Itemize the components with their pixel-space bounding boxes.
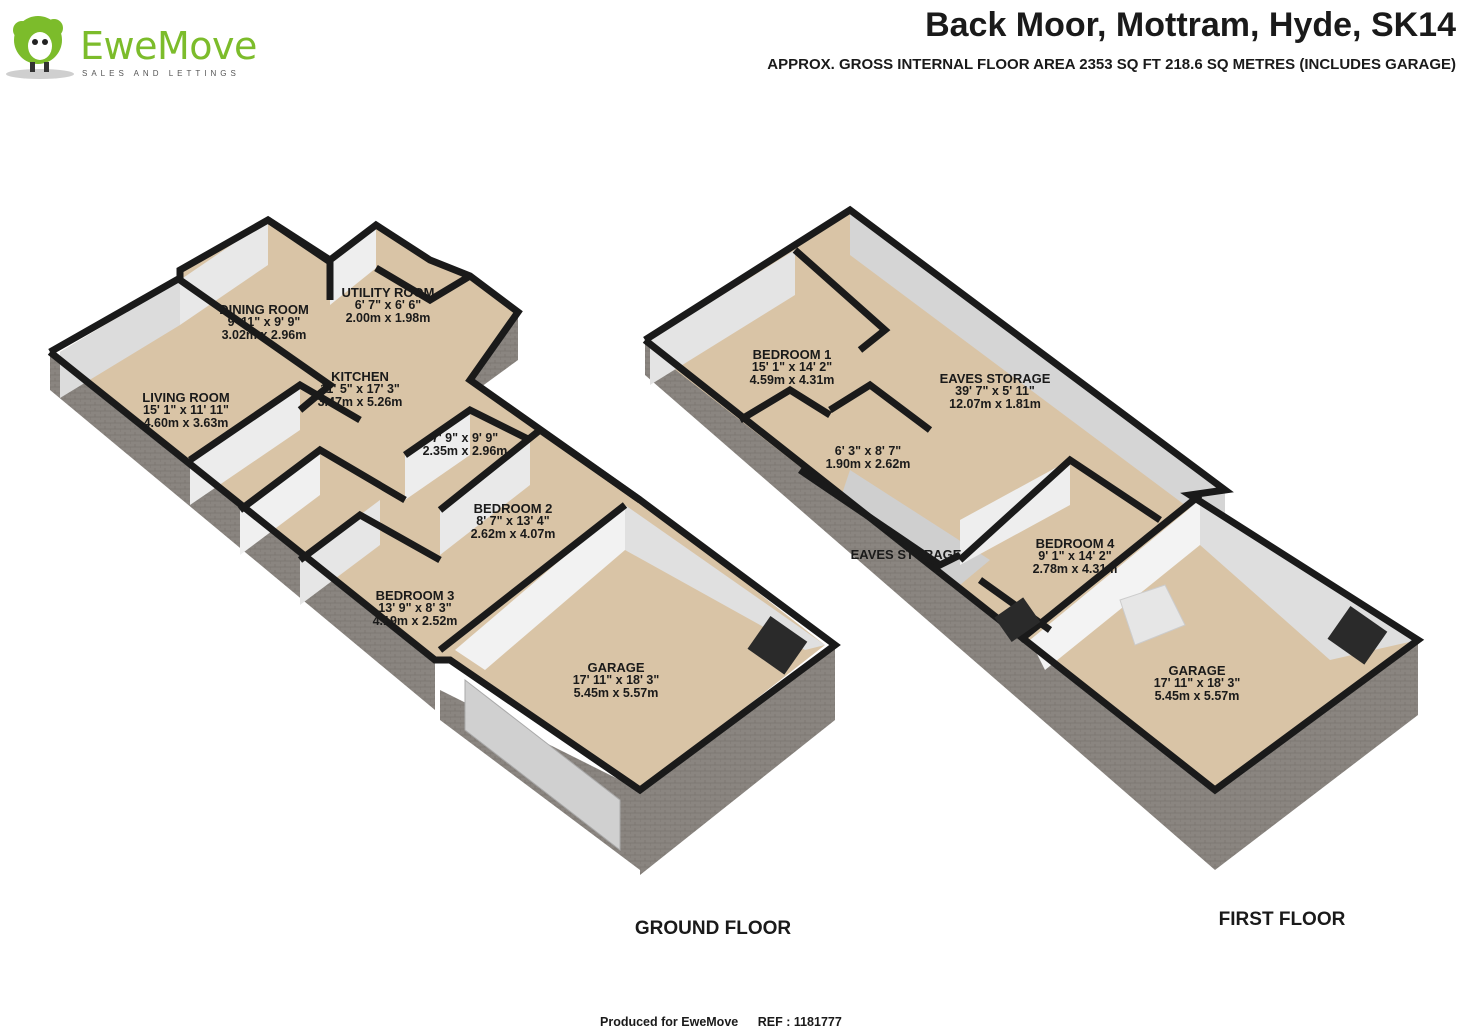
first-floor-chimney-block: [1327, 605, 1388, 665]
ground-floor-wall-top: [188, 380, 362, 463]
ground-floor-wall-top: [374, 264, 472, 305]
ground-floor-interior-wall: [625, 505, 825, 650]
first-floor-wall-top: [828, 380, 933, 433]
ground-floor-interior-wall: [60, 280, 180, 398]
property-address: Back Moor, Mottram, Hyde, SK14: [925, 6, 1456, 44]
room-label-living-room: LIVING ROOM 15' 1" x 11' 11" 4.60m x 3.6…: [142, 390, 230, 430]
first-floor-exterior-wall: [645, 340, 1215, 870]
first-floor-exterior-wall: [1215, 640, 1418, 870]
ground-floor-interior-wall: [455, 505, 625, 670]
ground-floor-interior-wall: [440, 440, 530, 555]
ground-floor-wall-top: [266, 217, 334, 300]
footer: Produced for EweMove REF : 1181777: [600, 1015, 842, 1029]
first-floor-wall-top: [957, 455, 1162, 563]
first-floor-wall-top: [798, 467, 962, 570]
ground-floor-interior-wall: [240, 450, 320, 555]
ground-floor-interior-wall: [190, 385, 300, 505]
room-label-dining-room: DINING ROOM 9' 11" x 9' 9" 3.02m x 2.96m: [219, 302, 309, 342]
floor-area-summary: APPROX. GROSS INTERNAL FLOOR AREA 2353 S…: [767, 56, 1456, 73]
ground-floor-wall-top: [47, 215, 841, 795]
reference-number: REF : 1181777: [757, 1015, 842, 1029]
room-label-eaves-storage-lower: EAVES STORAGE: [850, 547, 962, 562]
first-floor-interior-wall: [650, 250, 795, 385]
ground-floor-label: GROUND FLOOR: [634, 918, 792, 939]
first-floor-wall-top: [792, 247, 891, 353]
first-floor-plan: [642, 205, 1425, 870]
room-label-bathroom: 7' 9" x 9' 9" 2.35m x 2.96m: [422, 431, 508, 458]
first-floor-wall-top: [1017, 492, 1203, 643]
first-floor-interior-wall: [1030, 500, 1200, 670]
produced-for-text: Produced for EweMove: [600, 1015, 739, 1029]
room-label-kitchen: KITCHEN 11' 5" x 17' 3" 3.47m x 5.26m: [317, 369, 403, 409]
ground-floor-interior-wall: [300, 500, 380, 605]
ground-floor-garage-door: [464, 678, 621, 852]
brand-name: EweMove: [80, 24, 257, 68]
room-label-ground-garage: GARAGE 17' 11" x 18' 3" 5.45m x 5.57m: [572, 660, 660, 700]
first-floor-interior-wall: [850, 210, 1225, 535]
ground-floor-wall-top: [237, 445, 407, 513]
brand-tagline: SALES AND LETTINGS: [82, 69, 240, 78]
room-label-bedroom-2: BEDROOM 2 8' 7" x 13' 4" 2.62m x 4.07m: [470, 501, 556, 541]
room-label-first-garage: GARAGE 17' 11" x 18' 3" 5.45m x 5.57m: [1153, 663, 1241, 703]
ground-floor-garage-corner-block: [747, 615, 808, 675]
first-floor-stairs: [1119, 584, 1186, 646]
first-floor-wall-top: [738, 385, 832, 424]
ground-floor-interior-wall: [405, 410, 470, 500]
room-label-bedroom-4: BEDROOM 4 9' 1" x 14' 2" 2.78m x 4.31m: [1032, 536, 1118, 576]
ground-floor-exterior-wall: [640, 645, 835, 875]
ewemove-logo: EweMove SALES AND LETTINGS: [4, 8, 257, 80]
first-floor-chimney-block: [994, 597, 1041, 643]
ground-floor-plan: [47, 215, 841, 875]
room-label-shower-room: 6' 3" x 8' 7" 1.90m x 2.62m: [825, 444, 911, 471]
ground-floor-wall-top: [437, 502, 628, 653]
first-floor-label: FIRST FLOOR: [1218, 909, 1346, 930]
room-label-eaves-storage-upper: EAVES STORAGE 39' 7" x 5' 11" 12.07m x 1…: [939, 371, 1051, 411]
ground-floor-wall-top: [403, 405, 532, 458]
room-label-utility-room: UTILITY ROOM 6' 7" x 6' 6" 2.00m x 1.98m: [341, 285, 435, 325]
ground-floor-interior-wall: [330, 225, 376, 305]
room-label-bedroom-1: BEDROOM 1 15' 1" x 14' 2" 4.59m x 4.31m: [749, 347, 835, 387]
sheep-icon: [6, 16, 74, 79]
ground-floor-wall-top: [437, 425, 643, 513]
room-label-bedroom-3: BEDROOM 3 13' 9" x 8' 3" 4.19m x 2.52m: [372, 588, 458, 628]
ground-floor-wall-top: [297, 510, 442, 564]
ground-floor-wall-top: [177, 277, 336, 413]
first-floor-wall-top: [642, 205, 1425, 795]
